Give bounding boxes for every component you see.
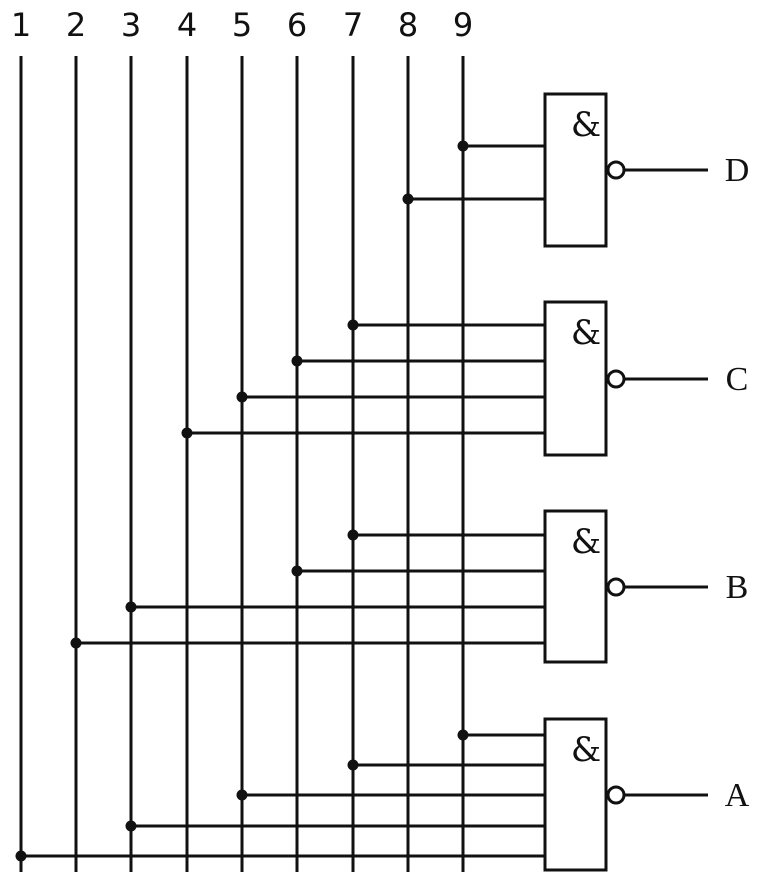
inversion-bubble-C	[606, 369, 626, 389]
inversion-bubble-D	[606, 160, 626, 180]
output-label-D: D	[725, 152, 750, 189]
junction-dots-layer	[15, 140, 469, 862]
nand-gate-B	[543, 509, 608, 664]
bus-line-label-4: 4	[177, 6, 197, 44]
nand-gate-D	[543, 92, 608, 248]
junction-dot-D-8	[402, 193, 414, 205]
junction-dot-C-5	[236, 391, 248, 403]
gate-symbol-A: &	[571, 730, 601, 770]
nand-gate-C	[543, 300, 608, 457]
junction-dot-A-7	[347, 759, 359, 771]
inversion-bubble-B	[606, 577, 626, 597]
junction-dot-B-7	[347, 529, 359, 541]
junction-dot-C-6	[291, 355, 303, 367]
nand-gate-A	[543, 717, 608, 872]
junction-dot-C-4	[181, 427, 193, 439]
bus-line-label-2: 2	[66, 6, 86, 44]
inversion-bubble-A	[606, 785, 626, 805]
output-label-A: A	[725, 777, 750, 814]
bus-line-label-6: 6	[287, 6, 307, 44]
gate-symbol-C: &	[571, 313, 601, 353]
junction-dot-A-5	[236, 789, 248, 801]
junction-dot-B-3	[125, 601, 137, 613]
bus-line-label-1: 1	[11, 6, 31, 44]
junction-dot-B-6	[291, 565, 303, 577]
bus-line-label-3: 3	[121, 6, 141, 44]
junction-dot-B-2	[70, 637, 82, 649]
junction-dot-A-3	[125, 820, 137, 832]
output-label-B: B	[726, 569, 749, 606]
gates-layer	[543, 92, 626, 872]
wires-layer	[19, 56, 708, 872]
junction-dot-C-7	[347, 319, 359, 331]
gate-symbol-D: &	[571, 105, 601, 145]
junction-dot-A-1	[15, 850, 27, 862]
gate-symbol-B: &	[571, 522, 601, 562]
output-label-C: C	[726, 361, 749, 398]
bus-line-label-8: 8	[398, 6, 418, 44]
junction-dot-D-9	[457, 140, 469, 152]
junction-dot-A-9	[457, 729, 469, 741]
bus-line-label-7: 7	[343, 6, 363, 44]
bus-line-label-9: 9	[453, 6, 473, 44]
bus-line-label-5: 5	[232, 6, 252, 44]
